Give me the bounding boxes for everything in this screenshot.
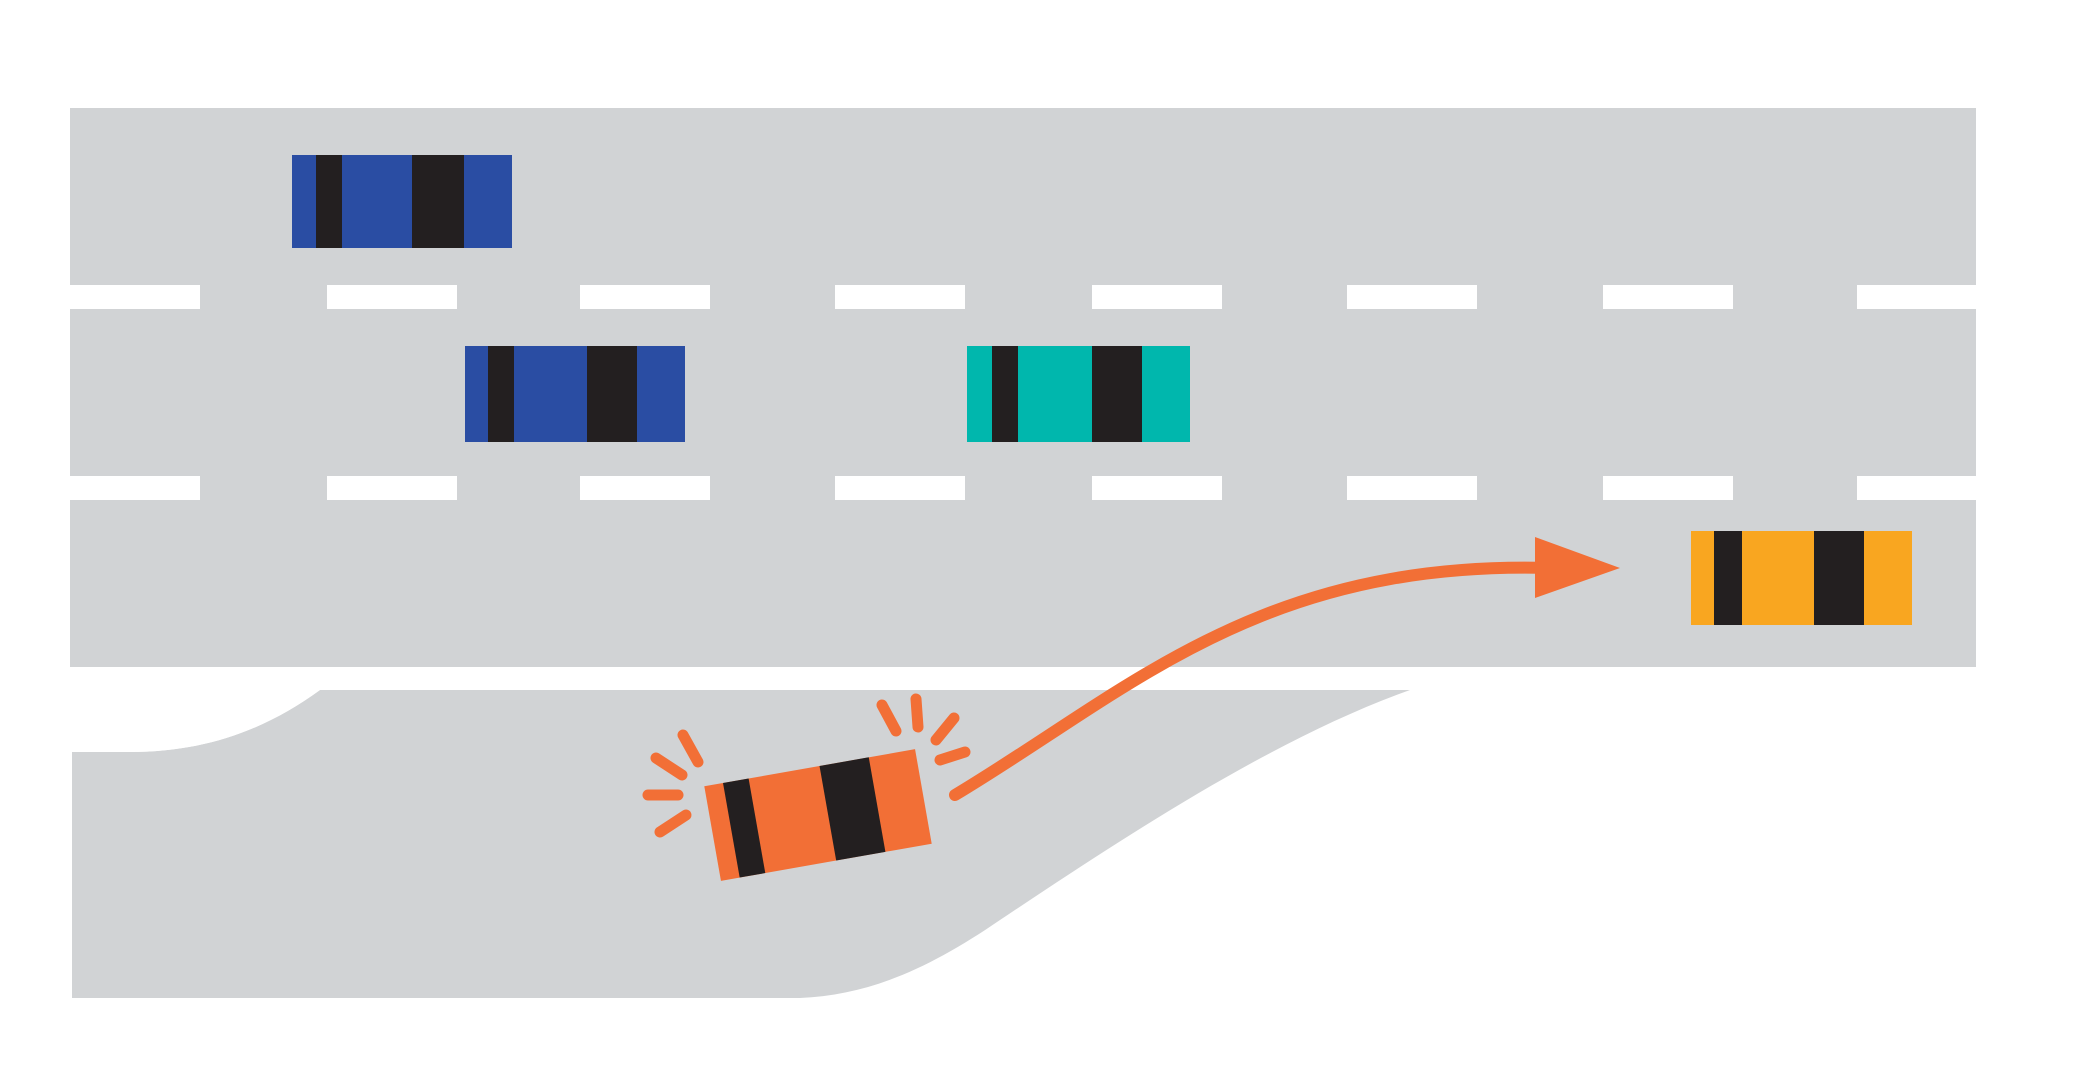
merge-arrow-icon (949, 537, 1620, 801)
car-orange-merging (704, 749, 932, 881)
car-blue-middle (465, 346, 685, 442)
lane-dash (1603, 285, 1733, 309)
lane-dash (327, 285, 457, 309)
signal-flash-icon (642, 729, 704, 838)
signal-flash-icon (876, 693, 971, 766)
lane-dash (1347, 285, 1477, 309)
lane-dash (1603, 476, 1733, 500)
gore-area (70, 690, 320, 752)
lane-dash (1092, 476, 1222, 500)
lane-dash (1342, 667, 1410, 690)
lane-dash (1857, 285, 1976, 309)
lane-dash (320, 667, 450, 690)
lane-dash (832, 667, 962, 690)
lane-dash (1857, 476, 1976, 500)
car-teal-middle (967, 346, 1190, 442)
lane-dash (1347, 476, 1477, 500)
lane-dash (70, 667, 318, 690)
lane-dash (580, 476, 710, 500)
lane-dash (1092, 285, 1222, 309)
lane-dash (580, 285, 710, 309)
lane-dash (70, 476, 200, 500)
car-yellow-right (1691, 531, 1912, 625)
lane-dash (70, 285, 200, 309)
lane-dash (327, 476, 457, 500)
lane-dash (835, 285, 965, 309)
lane-dash (577, 667, 707, 690)
lane-dash (835, 476, 965, 500)
car-blue-top (292, 155, 512, 248)
